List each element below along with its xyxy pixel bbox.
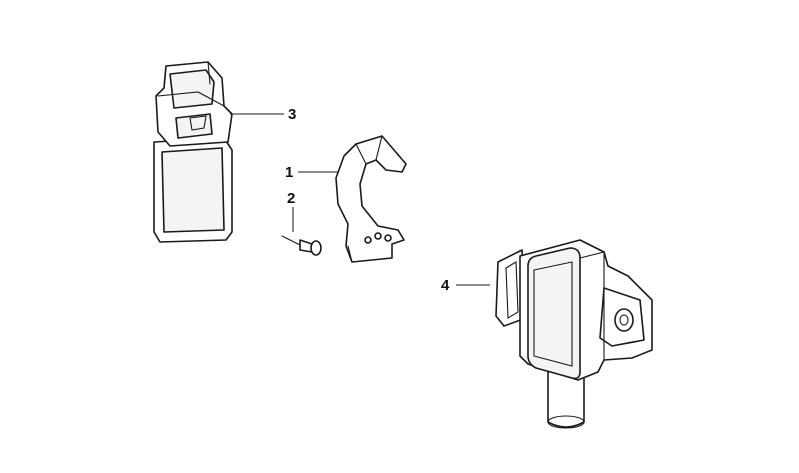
callout-4: 4 (441, 277, 450, 294)
part-3-connector-housing (153, 61, 233, 243)
callout-3: 3 (288, 106, 296, 123)
part-1-bracket (335, 135, 407, 263)
part-2-rivet (281, 235, 322, 256)
part-4-sensor (495, 239, 653, 429)
callout-2: 2 (287, 190, 295, 207)
callout-1: 1 (285, 164, 293, 181)
